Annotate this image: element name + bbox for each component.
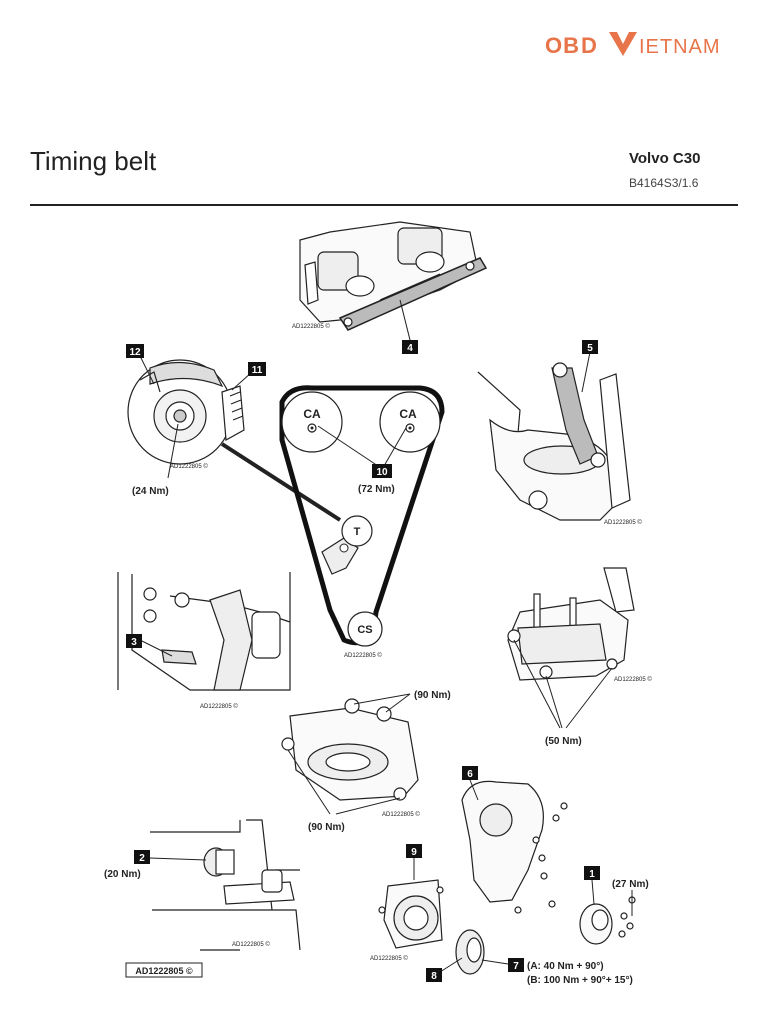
callout-2: 2 bbox=[134, 850, 150, 864]
callout-7: 7 bbox=[508, 958, 524, 972]
timing-cover-illustration bbox=[461, 780, 568, 914]
svg-text:CA: CA bbox=[399, 407, 417, 421]
footer-ref-box bbox=[125, 962, 203, 978]
torque-50nm: (50 Nm) bbox=[545, 736, 582, 747]
svg-text:5: 5 bbox=[587, 343, 593, 354]
svg-text:11: 11 bbox=[252, 365, 263, 376]
svg-text:T: T bbox=[354, 526, 361, 538]
torque-27nm: (27 Nm) bbox=[612, 879, 649, 890]
tensioner-pulley bbox=[341, 515, 373, 547]
callout-5: 5 bbox=[582, 340, 598, 354]
svg-text:CS: CS bbox=[357, 624, 372, 636]
figure-ref-tool5: AD1222805 © bbox=[604, 519, 642, 526]
vehicle-model: Volvo C30 bbox=[629, 150, 701, 167]
torque-90nm-bottom: (90 Nm) bbox=[308, 822, 345, 833]
crankshaft-bolt-illustration bbox=[150, 819, 301, 951]
svg-text:10: 10 bbox=[376, 467, 388, 478]
crankshaft-pulley bbox=[347, 611, 383, 647]
figure-ref-bolt2: AD1222805 © bbox=[232, 941, 270, 948]
callout-1: 1 bbox=[584, 866, 600, 880]
obd-vietnam-logo: OB D IETNAM bbox=[545, 32, 721, 58]
crank-gear-illustration bbox=[455, 929, 485, 975]
torque-24nm: (24 Nm) bbox=[132, 486, 169, 497]
belt-routing-illustration: CA CA T CS bbox=[279, 385, 445, 647]
footer-ref-text: AD1222805 © bbox=[135, 966, 193, 976]
torque-90nm-top: (90 Nm) bbox=[414, 690, 451, 701]
crank-pulley-illustration bbox=[579, 896, 636, 945]
torque-72nm: (72 Nm) bbox=[358, 484, 395, 495]
camshaft-pulley-left bbox=[281, 391, 343, 453]
callout-11: 11 bbox=[248, 362, 266, 376]
svg-text:1: 1 bbox=[589, 869, 595, 880]
callout-10: 10 bbox=[372, 464, 392, 478]
engine-mount-tool-illustration bbox=[477, 362, 631, 521]
figure-ref-pulley9: AD1222805 © bbox=[370, 955, 408, 962]
svg-text:7: 7 bbox=[513, 961, 519, 972]
svg-text:3: 3 bbox=[131, 637, 137, 648]
figure-ref-top: AD1222805 © bbox=[292, 323, 330, 330]
svg-text:CA: CA bbox=[303, 407, 321, 421]
figure-ref-mount: AD1222805 © bbox=[614, 676, 652, 683]
callout-6: 6 bbox=[462, 766, 478, 780]
callout-3: 3 bbox=[126, 634, 142, 648]
callout-12: 12 bbox=[126, 344, 144, 358]
idler-pulley-illustration bbox=[378, 879, 444, 949]
figure-ref-belt: AD1222805 © bbox=[344, 652, 382, 659]
figure-ref-bracket: AD1222805 © bbox=[200, 703, 238, 710]
svg-text:4: 4 bbox=[407, 343, 413, 354]
svg-text:6: 6 bbox=[467, 769, 473, 780]
callout-8: 8 bbox=[426, 968, 442, 982]
camshaft-pulley-right bbox=[379, 391, 441, 453]
figure-ref-lower-mount: AD1222805 © bbox=[382, 811, 420, 818]
page-title: Timing belt bbox=[30, 146, 157, 176]
svg-text:12: 12 bbox=[129, 347, 141, 358]
tensioner-detail-illustration bbox=[127, 359, 245, 465]
callout-4: 4 bbox=[402, 340, 418, 354]
locking-plate bbox=[338, 257, 488, 331]
figure-ref-tensioner: AD1222805 © bbox=[170, 463, 208, 470]
logo-text-ob: OB bbox=[545, 33, 580, 58]
logo-v-chevron bbox=[609, 32, 637, 56]
svg-text:8: 8 bbox=[431, 971, 437, 982]
lower-mount-illustration bbox=[281, 698, 419, 801]
torque-7a: (A: 40 Nm + 90°) bbox=[527, 961, 604, 972]
camshaft-locking-tool-illustration bbox=[299, 221, 488, 331]
logo-text-d: D bbox=[581, 33, 597, 58]
header-divider bbox=[30, 204, 738, 206]
timing-belt-diagram: AD1222805 © 4 AD1222805 © 12 11 (24 Nm) … bbox=[104, 221, 652, 986]
torque-7b: (B: 100 Nm + 90°+ 15°) bbox=[527, 975, 633, 986]
bracket-illustration bbox=[117, 572, 291, 691]
engine-code: B4164S3/1.6 bbox=[629, 176, 699, 190]
callout-9: 9 bbox=[406, 844, 422, 858]
logo-text-ietnam: IETNAM bbox=[639, 36, 721, 58]
svg-text:9: 9 bbox=[411, 847, 417, 858]
torque-20nm: (20 Nm) bbox=[104, 869, 141, 880]
svg-text:2: 2 bbox=[139, 853, 145, 864]
engine-mount-illustration bbox=[507, 567, 635, 681]
